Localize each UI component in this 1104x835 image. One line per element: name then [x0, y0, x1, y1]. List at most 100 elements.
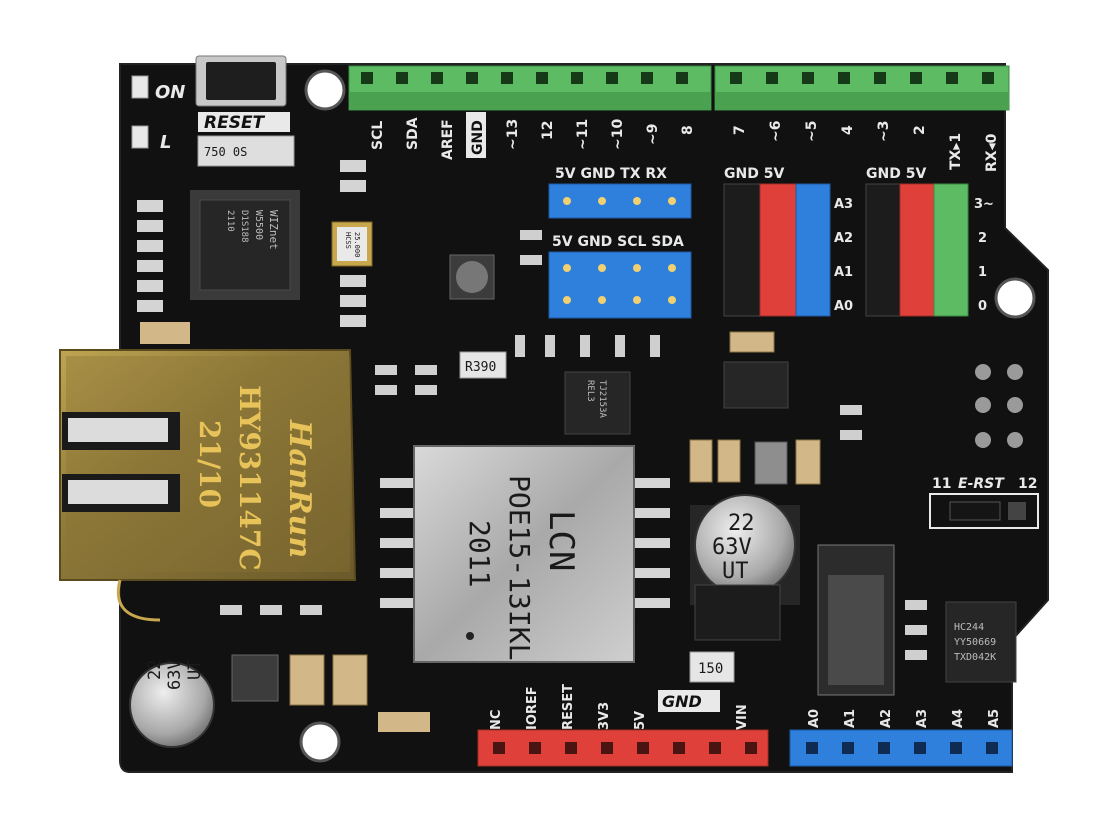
reset-label: RESET	[204, 113, 266, 133]
pin-label: A0	[834, 299, 853, 314]
digital-labels: 3~ 2 1 0	[974, 197, 994, 314]
crystal-label: 25.000	[353, 232, 361, 257]
rj45-jack: HanRun HY931147C 21/10	[59, 349, 357, 622]
l-led	[131, 125, 149, 149]
pin-label: A4	[951, 709, 966, 728]
pin-label: TX▸1	[948, 133, 964, 170]
pin-label: ~11	[575, 119, 591, 150]
pin-label: A1	[843, 709, 858, 728]
tan-capacitor	[717, 439, 741, 483]
resistor-label: 150	[698, 661, 723, 677]
digital-gvs-header	[865, 183, 969, 317]
pin-label: A5	[987, 709, 1002, 728]
pin-label: 3V3	[597, 702, 612, 730]
pin-label: ~5	[804, 121, 820, 142]
chip-label: YY50669	[954, 637, 996, 648]
jack-date: 21/10	[193, 420, 226, 508]
pin-label: A2	[834, 231, 853, 246]
e-rst-label: E-RST	[958, 476, 1005, 492]
pin-label: NC	[489, 710, 504, 730]
pin-label: VIN	[735, 704, 750, 730]
tan-capacitor	[795, 439, 821, 485]
cap-label: 22	[728, 511, 755, 536]
top-labels-right: 7 ~6 ~5 4 ~3 2 TX▸1 RX◂0	[732, 121, 1000, 172]
diode	[694, 584, 781, 641]
electrolytic-capacitor-small: 22 63V UT	[129, 659, 215, 748]
ethernet-controller-chip: WIZnet W5500 D1S188 2110	[190, 190, 300, 300]
poe-module: LCN POE15-13IKL 2011	[380, 445, 670, 663]
header-label-serial: 5V GND TX RX	[555, 166, 667, 182]
analog-gvs-header	[723, 183, 831, 317]
cap-label: UT	[722, 559, 749, 584]
blue-header-i2c	[548, 251, 692, 319]
gnd-5v-digital-label: GND 5V	[866, 166, 926, 182]
pin-label: A2	[879, 709, 894, 728]
pin-label: A1	[834, 265, 853, 280]
pin-label: ~3	[876, 121, 892, 142]
resistor-150: 150	[689, 651, 735, 683]
chip-label: REL3	[585, 380, 595, 402]
pin-label: 7	[732, 125, 748, 135]
pin-label: RX◂0	[984, 133, 1000, 172]
pin-label: A3	[834, 197, 853, 212]
cap-label: UT	[185, 660, 205, 680]
resistor-r390: R390	[459, 351, 507, 379]
on-led	[131, 75, 149, 99]
pin-label: GND	[470, 120, 486, 155]
pin-label: 12	[540, 121, 556, 140]
chip-label: D1S188	[239, 210, 249, 243]
chip-label: TJ2153A	[597, 380, 607, 419]
level-shifter-ic: HC244 YY50669 TXD042K	[945, 601, 1017, 683]
resistor-label: R390	[465, 360, 496, 375]
mosfet	[723, 361, 789, 409]
pin-label: RESET	[561, 684, 576, 730]
pin-label: 5V	[633, 711, 648, 730]
icsp-pads	[975, 364, 1023, 448]
top-labels-left: SCL SDA AREF GND ~13 12 ~11 ~10 ~9 8	[370, 112, 696, 160]
pin-label: ~10	[610, 119, 626, 150]
pin-label: ~13	[505, 119, 521, 150]
jack-brand: HanRun	[282, 419, 317, 558]
pin-label: A0	[807, 709, 822, 728]
inductor-core	[456, 261, 488, 293]
mounting-hole	[299, 721, 341, 763]
e-rst-jumper[interactable]	[929, 493, 1039, 529]
pin-label: SDA	[405, 117, 421, 150]
cap-label: 22	[145, 660, 165, 680]
tan-capacitor	[729, 331, 775, 353]
mounting-hole	[304, 69, 346, 111]
smd-components	[140, 230, 927, 732]
crystal-label: HCSS	[344, 232, 352, 249]
poe-label: LCN	[541, 510, 581, 571]
bottom-power-header	[477, 729, 769, 767]
poe-label: 2011	[463, 520, 496, 587]
pin-label: 1	[978, 265, 987, 280]
sd-card-slot-inner	[828, 575, 884, 685]
pin-label: GND	[662, 692, 702, 711]
pin-label: 4	[840, 125, 856, 135]
small-ic: TJ2153A REL3	[564, 371, 631, 435]
blue-header-serial	[548, 183, 692, 219]
mounting-hole	[994, 277, 1036, 319]
bottom-power-labels: NC IOREF RESET 3V3 5V GND VIN	[489, 684, 750, 730]
pin-label: 2	[978, 231, 987, 246]
cap-label: 63V	[712, 535, 752, 560]
tan-capacitor	[332, 654, 368, 706]
chip-label: TXD042K	[954, 652, 996, 663]
reset-button[interactable]	[195, 55, 287, 107]
smd-resistors-left	[137, 160, 366, 327]
gnd-5v-analog-label: GND 5V	[724, 166, 784, 182]
l-label: L	[160, 132, 171, 153]
pin-label: SCL	[370, 121, 386, 150]
pin-label: 0	[978, 299, 987, 314]
tan-capacitor	[289, 654, 325, 706]
pin-label: 2	[912, 125, 928, 135]
tan-capacitor	[689, 439, 713, 483]
chip-label: WIZnet	[267, 210, 280, 250]
crystal-small	[754, 441, 788, 485]
crystal: 25.000 HCSS	[331, 221, 373, 267]
analog-labels: A3 A2 A1 A0	[834, 197, 853, 314]
chip-label: W5500	[253, 210, 264, 240]
e-rst-left-label: 11	[932, 476, 951, 492]
